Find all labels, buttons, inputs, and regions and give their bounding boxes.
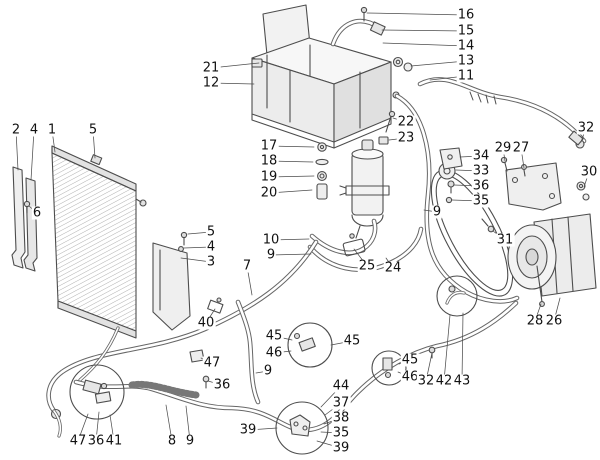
vertical-hose: [235, 299, 261, 405]
hose-11: [417, 77, 590, 201]
callout-5: 5: [205, 224, 217, 240]
callout-14: 14: [456, 38, 476, 54]
leader-line-15: [381, 29, 467, 32]
callout-47: 47: [202, 355, 222, 371]
callout-32: 32: [416, 373, 436, 389]
hose-9: [392, 91, 520, 304]
hose-7: [46, 239, 319, 438]
callout-9: 9: [431, 204, 443, 220]
callout-27: 27: [511, 140, 531, 156]
callout-34: 34: [471, 148, 491, 164]
upper-hose: [330, 6, 413, 72]
bolt-and-nut: [378, 110, 396, 145]
leader-line-2: [15, 129, 19, 171]
center-bracket: [152, 231, 191, 331]
callout-12: 12: [201, 75, 221, 91]
callout-23: 23: [396, 130, 416, 146]
callout-9: 9: [265, 247, 277, 263]
receiver-drier: [339, 139, 390, 239]
callout-36: 36: [86, 433, 106, 449]
callout-45: 45: [342, 333, 362, 349]
callout-35: 35: [471, 193, 491, 209]
callout-1: 1: [46, 122, 58, 138]
compressor-bracket: [481, 156, 562, 233]
callout-41: 41: [104, 433, 124, 449]
condenser: [51, 145, 147, 339]
bottom-hose: [73, 300, 519, 433]
callout-2: 2: [10, 122, 22, 138]
battery-tray: [251, 4, 392, 149]
leader-line-42: [443, 314, 451, 382]
callout-7: 7: [241, 258, 253, 274]
callout-24: 24: [383, 260, 403, 276]
callout-15: 15: [456, 23, 476, 39]
callout-10: 10: [261, 232, 281, 248]
callout-47: 47: [68, 433, 88, 449]
callout-30: 30: [579, 164, 599, 180]
callout-39: 39: [331, 440, 351, 456]
small-fittings: [315, 142, 329, 200]
callout-36: 36: [471, 178, 491, 194]
leader-line-4: [30, 129, 35, 181]
leader-line-9: [270, 253, 312, 256]
callout-45: 45: [264, 328, 284, 344]
callout-35: 35: [331, 425, 351, 441]
callout-39: 39: [238, 422, 258, 438]
callout-4: 4: [28, 122, 40, 138]
callout-16: 16: [456, 7, 476, 23]
callout-33: 33: [471, 163, 491, 179]
callout-5: 5: [87, 122, 99, 138]
callout-46: 46: [400, 369, 420, 385]
callout-17: 17: [259, 138, 279, 154]
callout-19: 19: [259, 169, 279, 185]
compressor: [507, 213, 597, 307]
callout-18: 18: [259, 153, 279, 169]
callout-32: 32: [576, 120, 596, 136]
callout-9: 9: [184, 433, 196, 449]
callout-6: 6: [31, 205, 43, 221]
callout-4: 4: [205, 239, 217, 255]
left-bracket-group: [11, 166, 38, 272]
detail-circle-clamp: [287, 322, 333, 368]
callout-13: 13: [456, 53, 476, 69]
callout-9: 9: [262, 363, 274, 379]
leader-line-14: [382, 42, 467, 47]
callout-11: 11: [456, 68, 476, 84]
callout-26: 26: [544, 313, 564, 329]
callout-37: 37: [331, 395, 351, 411]
callout-46: 46: [264, 345, 284, 361]
callout-44: 44: [331, 378, 351, 394]
callout-40: 40: [196, 315, 216, 331]
detail-circle-stud: [371, 350, 407, 386]
callout-43: 43: [452, 373, 472, 389]
callout-8: 8: [166, 433, 178, 449]
callout-45: 45: [400, 352, 420, 368]
belt-drive: [430, 162, 514, 297]
callout-25: 25: [357, 258, 377, 274]
callout-29: 29: [493, 140, 513, 156]
callout-20: 20: [259, 185, 279, 201]
leader-line-16: [366, 12, 467, 16]
callout-22: 22: [396, 114, 416, 130]
mount-parts: [439, 147, 463, 204]
callout-3: 3: [205, 254, 217, 270]
callout-36: 36: [212, 377, 232, 393]
callout-28: 28: [525, 313, 545, 329]
callout-42: 42: [434, 373, 454, 389]
callout-21: 21: [201, 60, 221, 76]
callout-38: 38: [331, 410, 351, 426]
detail-circle-left: [69, 364, 125, 420]
condenser-pipe: [78, 326, 120, 382]
detail-circle-valve: [428, 275, 478, 359]
callout-31: 31: [495, 232, 515, 248]
leader-line-43: [461, 312, 464, 382]
